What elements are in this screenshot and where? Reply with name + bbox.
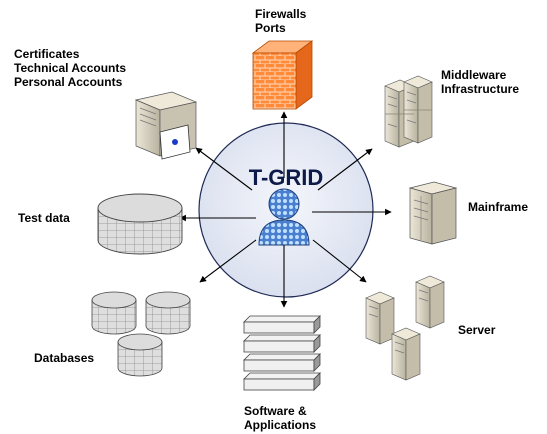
firewall-icon xyxy=(251,40,314,110)
mainframe-icon xyxy=(408,181,458,245)
label-mainframe-line1: Mainframe xyxy=(468,200,529,214)
label-certificates-line1: Certificates xyxy=(14,47,80,61)
label-certificates: Certificates Technical Accounts Personal… xyxy=(14,47,126,89)
server-cluster-icon xyxy=(384,75,433,148)
label-firewalls-line2: Ports xyxy=(255,21,286,35)
user-globe-icon xyxy=(258,188,310,246)
label-test-data: Test data xyxy=(18,211,70,225)
software-stack-icon xyxy=(243,315,321,391)
label-firewalls-line1: Firewalls xyxy=(255,7,307,21)
connector-arrows xyxy=(179,111,392,308)
label-server-line1: Server xyxy=(458,323,496,337)
label-mainframe: Mainframe xyxy=(468,200,528,214)
label-databases-line1: Databases xyxy=(34,351,95,365)
label-software-line2: Applications xyxy=(244,418,317,432)
label-software: Software & Applications xyxy=(244,404,316,432)
label-certificates-line2: Technical Accounts xyxy=(14,61,127,75)
label-test-data-line1: Test data xyxy=(18,211,70,225)
label-middleware-line1: Middleware xyxy=(441,68,507,82)
server-group-icon xyxy=(365,275,445,381)
label-middleware-line2: Infrastructure xyxy=(441,82,520,96)
databases-icon xyxy=(91,291,191,377)
label-certificates-line3: Personal Accounts xyxy=(14,75,123,89)
label-software-line1: Software & xyxy=(244,404,307,418)
server-certificate-icon xyxy=(134,91,198,160)
database-icon xyxy=(97,193,183,255)
label-middleware: Middleware Infrastructure xyxy=(441,68,519,96)
label-firewalls: Firewalls Ports xyxy=(255,7,306,35)
label-databases: Databases xyxy=(34,351,94,365)
hub-title: T-GRID xyxy=(249,165,324,190)
label-server: Server xyxy=(458,323,495,337)
